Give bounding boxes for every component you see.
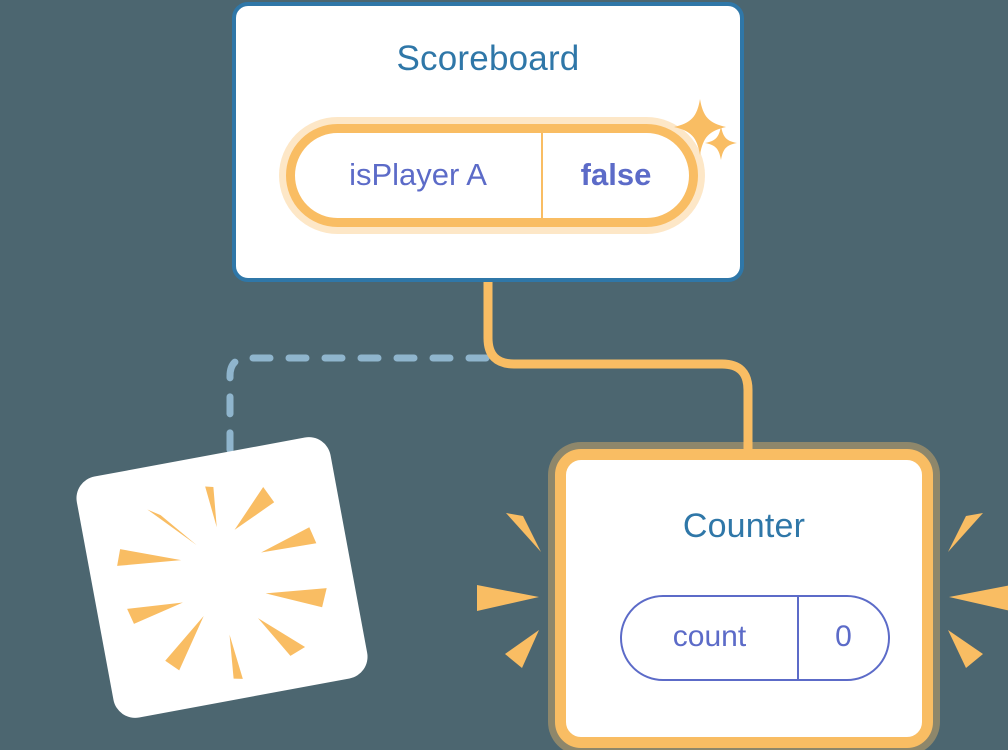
prop-value-count: 0 — [835, 620, 852, 653]
component-title-counter: Counter — [682, 507, 806, 545]
component-card-scoreboard[interactable]: Scoreboard isPlayer A false — [232, 2, 744, 282]
connector-scoreboard-to-counter — [483, 277, 753, 475]
counter-rays-left — [477, 513, 541, 668]
component-card-flash[interactable] — [72, 433, 372, 722]
prop-pill-count[interactable]: count 0 — [620, 595, 890, 681]
counter-rays-right — [948, 513, 1008, 668]
prop-key-isplayer-a: isPlayer A — [295, 133, 543, 218]
prop-value-isplayer-a: false — [580, 156, 652, 192]
prop-key-count: count — [622, 597, 799, 679]
component-card-counter[interactable]: Counter count 0 — [555, 449, 933, 748]
burst-icon — [117, 486, 327, 679]
prop-pill-isplayer-a[interactable]: isPlayer A false — [286, 124, 698, 227]
component-title-scoreboard: Scoreboard — [396, 39, 580, 78]
